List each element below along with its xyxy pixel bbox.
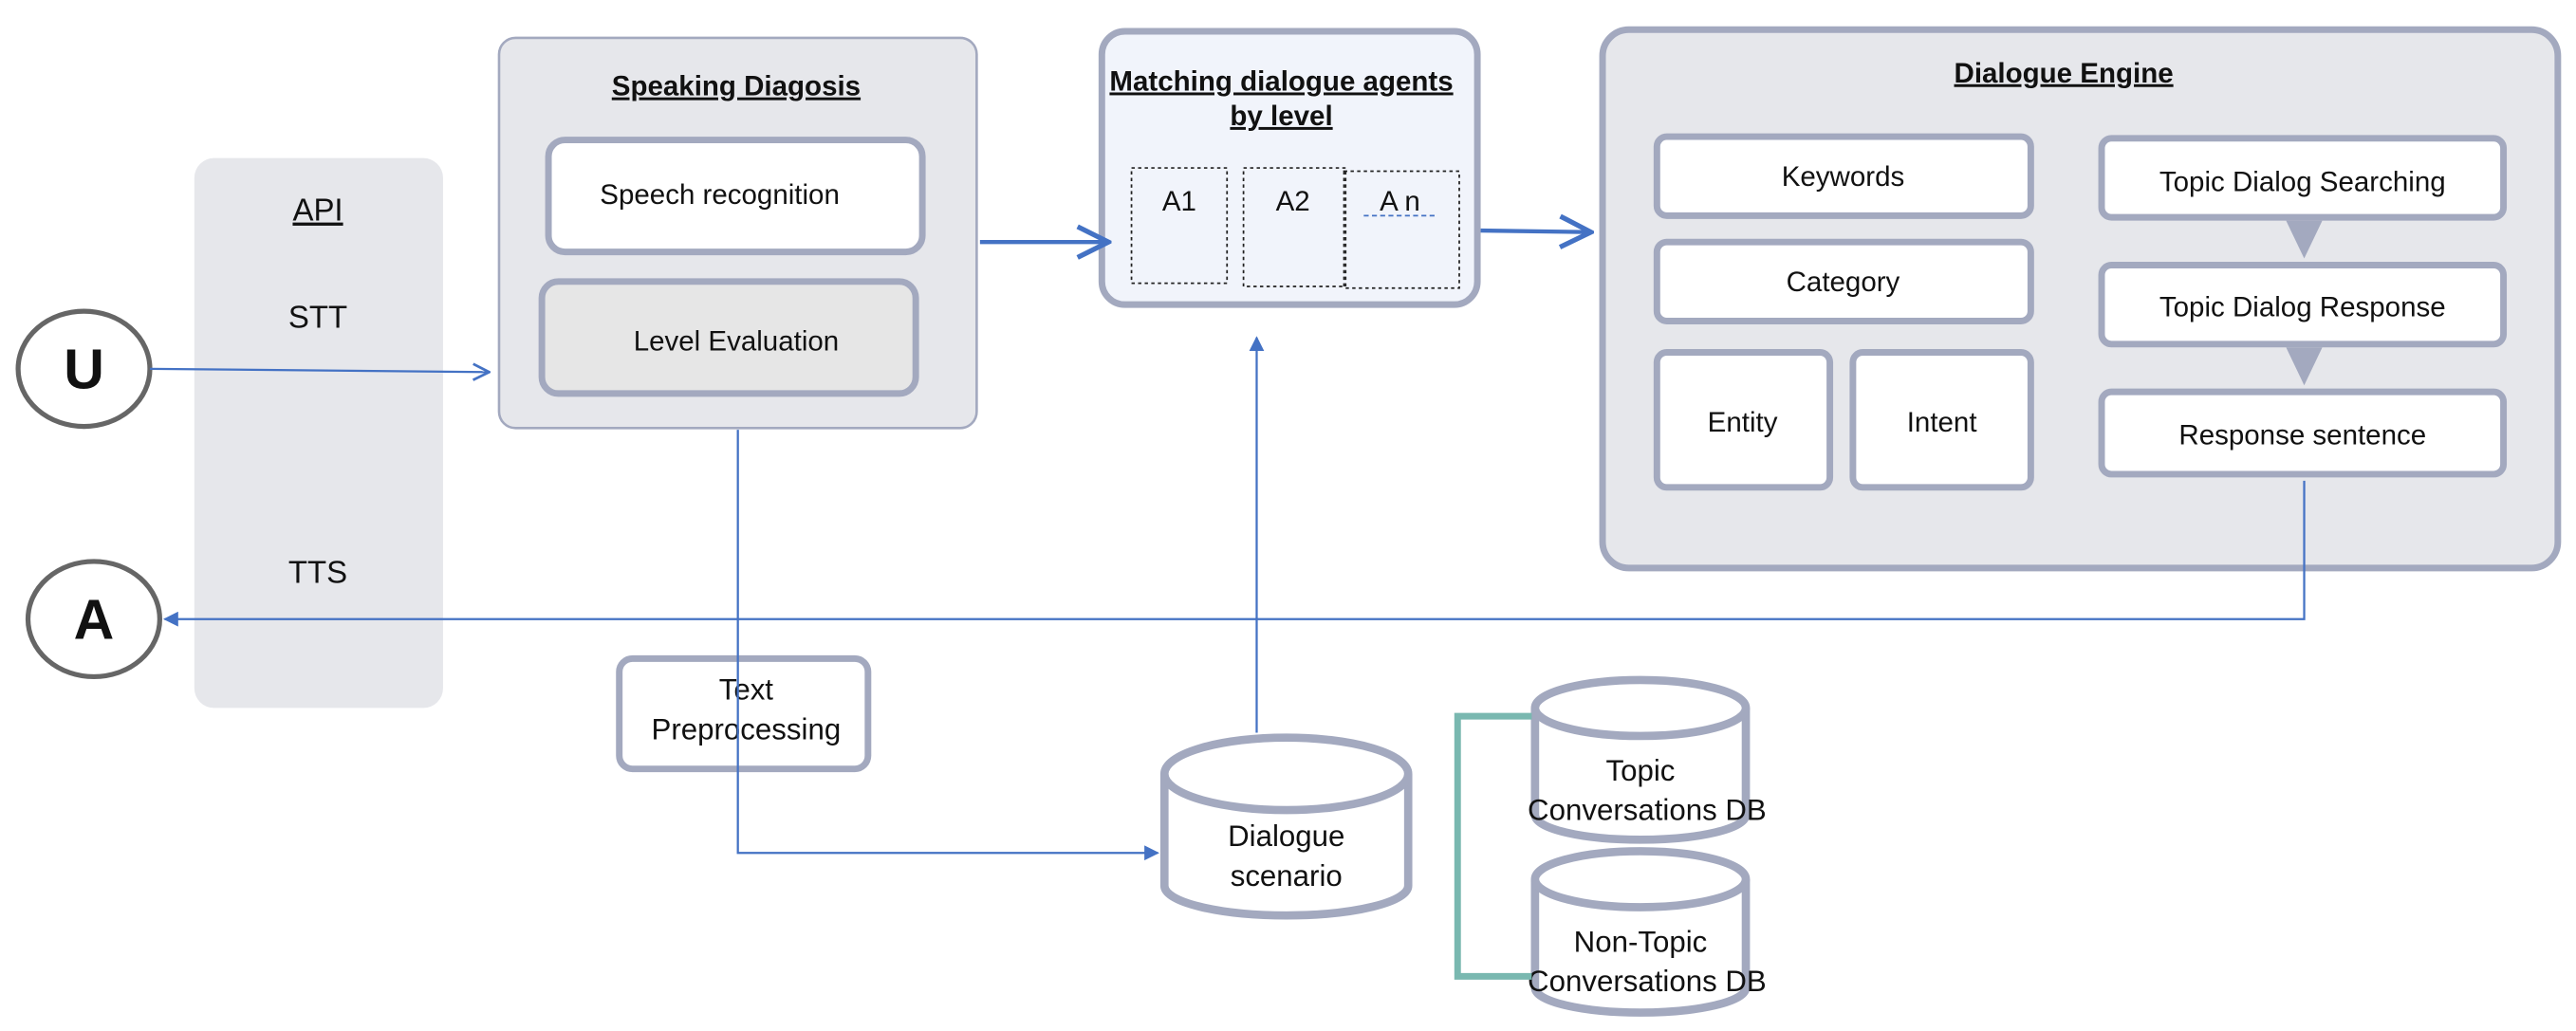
api-title: API [292, 193, 343, 228]
dialogue-scenario-db[interactable]: Dialogue scenario [1159, 733, 1413, 920]
matching-title-line1: Matching dialogue agents [1109, 65, 1453, 97]
matching-agents-panel: Matching dialogue agents by level A1 A2 … [1098, 28, 1481, 308]
user-to-speaking-arrow [149, 369, 490, 372]
agent-a1-box[interactable] [1130, 167, 1229, 285]
speech-recognition-box[interactable] [545, 137, 926, 256]
topic-response-box[interactable] [2098, 262, 2508, 348]
topic-db-top [1530, 675, 1751, 741]
matching-title-line2: by level [1230, 101, 1332, 132]
entity-box[interactable] [1653, 349, 1834, 491]
agent-a2-box[interactable] [1242, 167, 1347, 287]
matching-to-engine-arrow [1480, 230, 1591, 232]
text-preprocessing-line2: Preprocessing [652, 712, 842, 746]
api-panel: API STT TTS [194, 157, 443, 709]
topic-db-body [1530, 708, 1751, 844]
db-group-bracket [1454, 712, 1532, 980]
chevron-down-icon [2286, 220, 2323, 259]
level-evaluation-box[interactable] [538, 278, 919, 397]
text-preprocessing-line1: Text [719, 673, 774, 707]
user-circle [15, 308, 153, 430]
speaking-title: Speaking Diagosis [612, 71, 861, 102]
topic-response-label: Topic Dialog Response [2159, 291, 2446, 322]
api-panel-bg [194, 157, 443, 709]
dialogue-engine-panel: Dialogue Engine Keywords Category Entity… [1599, 26, 2562, 572]
scenario-db-line1: Dialogue [1228, 819, 1344, 853]
agent-node[interactable]: A [25, 559, 162, 680]
tts-label: TTS [288, 555, 347, 590]
nontopic-db-line2: Conversations DB [1528, 965, 1767, 998]
nontopic-db-body [1530, 878, 1751, 1017]
topic-searching-box[interactable] [2098, 135, 2508, 221]
text-preprocessing-box[interactable]: Text Preprocessing [616, 654, 872, 773]
non-topic-db[interactable]: Non-Topic Conversations DB [1528, 847, 1767, 1017]
topic-db-line1: Topic [1605, 754, 1675, 787]
nontopic-db-top [1530, 847, 1751, 911]
agent-a1-label: A1 [1162, 186, 1196, 217]
user-node[interactable]: U [15, 308, 153, 430]
level-evaluation-label: Level Evaluation [634, 326, 839, 358]
speaking-diagnosis-panel: Speaking Diagosis Speech recognition Lev… [497, 36, 978, 430]
topic-db-line2: Conversations DB [1528, 793, 1767, 826]
agent-circle [25, 559, 162, 680]
response-sentence-label: Response sentence [2178, 420, 2426, 451]
response-sentence-box[interactable] [2098, 388, 2508, 478]
response-to-agent-arrow [163, 480, 2306, 627]
level-to-scenario-arrow [736, 430, 1159, 861]
agent-label: A [74, 589, 115, 652]
intent-box[interactable] [1849, 349, 2034, 491]
intent-label: Intent [1907, 407, 1977, 438]
scenario-db-top [1159, 733, 1413, 815]
stt-label: STT [288, 299, 347, 334]
category-box[interactable] [1653, 238, 2034, 324]
scenario-db-line2: scenario [1231, 859, 1343, 893]
matching-panel-bg [1098, 28, 1481, 308]
user-label: U [64, 339, 104, 401]
engine-title: Dialogue Engine [1955, 58, 2174, 89]
chevron-down-icon [2286, 347, 2323, 386]
keywords-label: Keywords [1782, 161, 1905, 193]
nontopic-db-line1: Non-Topic [1574, 925, 1708, 958]
agent-an-label: A n [1380, 186, 1420, 217]
agent-a2-label: A2 [1276, 186, 1310, 217]
topic-searching-label: Topic Dialog Searching [2159, 166, 2446, 197]
speech-recognition-label: Speech recognition [600, 179, 840, 211]
keywords-box[interactable] [1653, 133, 2034, 219]
text-preprocessing-bg [616, 654, 872, 773]
agent-an-box[interactable] [1343, 170, 1460, 289]
topic-db[interactable]: Topic Conversations DB [1528, 675, 1767, 844]
entity-label: Entity [1708, 407, 1778, 438]
category-label: Category [1787, 267, 1900, 298]
